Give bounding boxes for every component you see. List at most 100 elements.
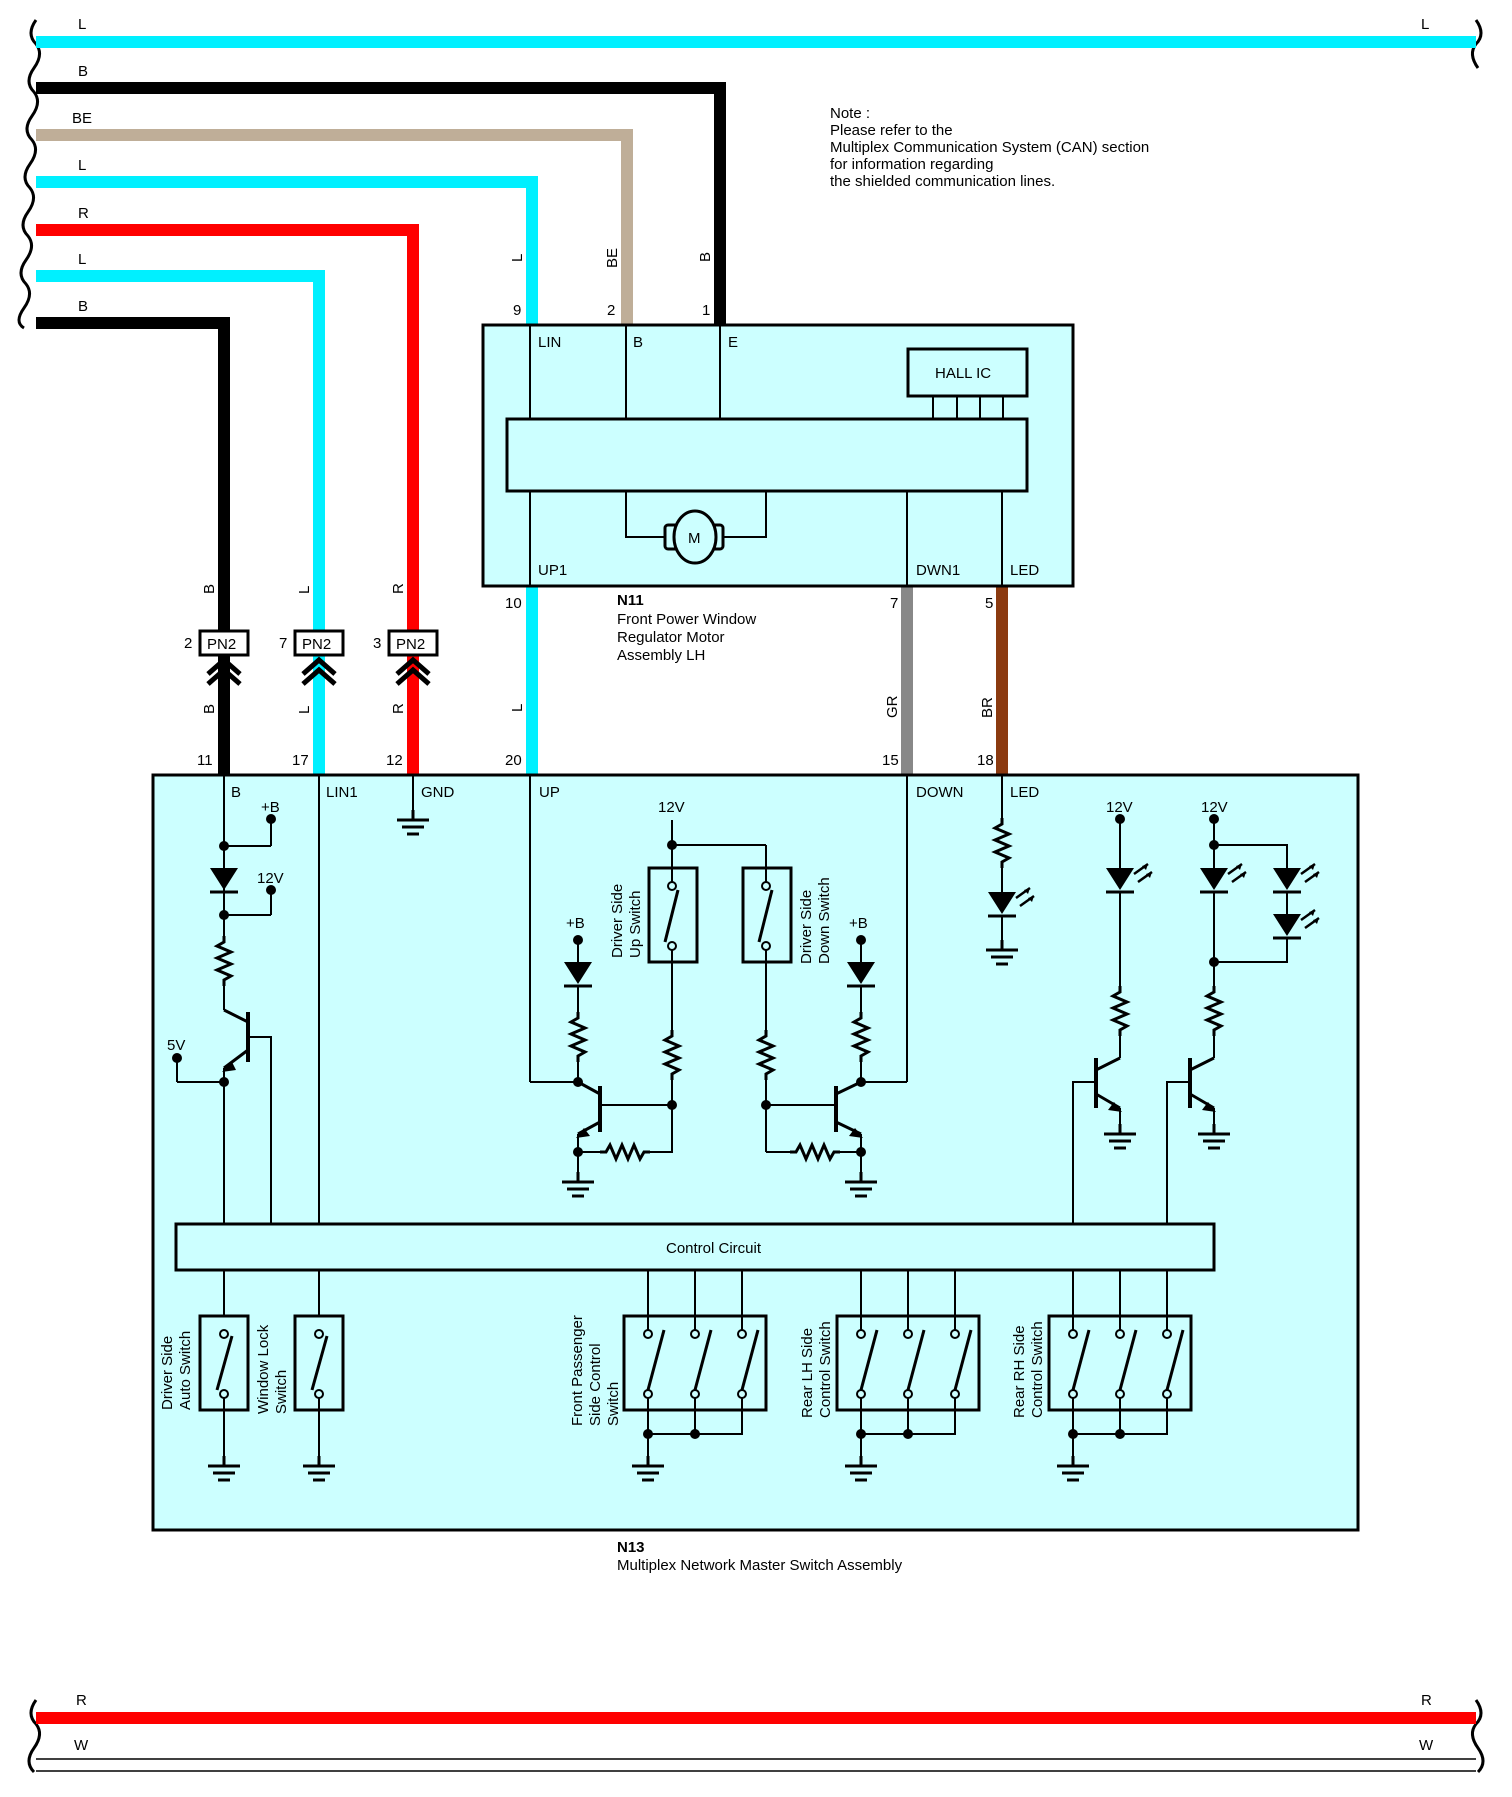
voltage-label: 12V — [257, 870, 284, 887]
front-passenger-side-control-switch — [622, 1270, 768, 1482]
wire-label: BE — [604, 248, 621, 268]
wire-label: R — [78, 205, 89, 222]
connector-pn2: B 2 PN2 B — [184, 584, 250, 714]
note-line: for information regarding — [830, 156, 993, 173]
pin-number: 2 — [607, 302, 615, 319]
terminal-label: UP — [539, 784, 560, 801]
pin-number: 17 — [292, 752, 309, 769]
wire-label: L — [296, 706, 313, 714]
voltage-label: +B — [566, 915, 585, 932]
n13-master-switch: 11 17 12 20 15 18 B LIN1 GND UP DOWN LED… — [151, 752, 1360, 1574]
bus-label: R — [1421, 1692, 1432, 1709]
switch-label: Control Switch — [817, 1321, 834, 1418]
pin-number: 11 — [197, 752, 213, 769]
component-name: Regulator Motor — [617, 629, 725, 646]
wire-b-b — [36, 317, 230, 775]
wire-label: L — [509, 704, 526, 712]
connector-pn2: R 3 PN2 R — [373, 583, 439, 714]
connector-name: PN2 — [207, 636, 236, 653]
switch-label: Rear LH Side — [799, 1328, 816, 1418]
note-line: Please refer to the — [830, 122, 953, 139]
wire-l-lin — [36, 176, 538, 325]
component-name: Multiplex Network Master Switch Assembly — [617, 1557, 903, 1574]
terminal-label: LED — [1010, 784, 1039, 801]
terminal-label: DWN1 — [916, 562, 960, 579]
terminal-label: UP1 — [538, 562, 567, 579]
hall-ic-label: HALL IC — [935, 365, 991, 382]
pin-number: 15 — [882, 752, 899, 769]
wire-be — [36, 129, 633, 325]
bottom-bus: R R W W — [27, 1692, 1485, 1774]
pin-number: 5 — [985, 595, 993, 612]
wire-label: BE — [72, 110, 92, 127]
note-line: the shielded communication lines. — [830, 173, 1055, 190]
voltage-label: 5V — [167, 1037, 185, 1054]
bus-wires: L L B BE L R L B — [17, 16, 1483, 775]
switch-label: Driver Side — [159, 1336, 176, 1410]
pin-number: 20 — [505, 752, 522, 769]
voltage-label: 12V — [1201, 799, 1228, 816]
switch-label: Window Lock — [255, 1324, 272, 1414]
terminal-label: B — [231, 784, 241, 801]
pin-number: 7 — [279, 635, 287, 652]
switch-label: Driver Side — [609, 884, 626, 958]
wire-label: B — [78, 63, 88, 80]
motor-label: M — [688, 530, 701, 547]
component-id: N13 — [617, 1539, 645, 1556]
pin-number: 9 — [513, 302, 521, 319]
switch-label: Control Switch — [1029, 1321, 1046, 1418]
window-lock-switch — [293, 1270, 345, 1482]
switch-label: Switch — [605, 1382, 622, 1426]
pin-number: 7 — [890, 595, 898, 612]
rear-rh-side-control-switch — [1047, 1270, 1193, 1482]
wire-l-lin1 — [36, 270, 325, 775]
connector-name: PN2 — [396, 636, 425, 653]
terminal-label: E — [728, 334, 738, 351]
switch-label: Switch — [273, 1370, 290, 1414]
wire-label: R — [390, 703, 407, 714]
wire-label: B — [201, 704, 218, 714]
bus-label: L — [1421, 16, 1429, 33]
control-circuit — [174, 1222, 1216, 1272]
wire-label: L — [78, 157, 86, 174]
wire-label: L — [296, 586, 313, 594]
driver-side-down-switch — [741, 845, 793, 1030]
wire-label: BR — [979, 697, 996, 718]
pin-number: 2 — [184, 635, 192, 652]
terminal-label: DOWN — [916, 784, 964, 801]
switch-label: Up Switch — [627, 890, 644, 958]
switch-label: Rear RH Side — [1011, 1325, 1028, 1418]
bus-label: W — [74, 1737, 89, 1754]
terminal-label: GND — [421, 784, 455, 801]
pin-number: 12 — [386, 752, 403, 769]
bus-label: W — [1419, 1737, 1434, 1754]
wire-label: GR — [884, 695, 901, 718]
wire-label: L — [509, 254, 526, 262]
note-line: Note : — [830, 105, 870, 122]
voltage-label: 12V — [1106, 799, 1133, 816]
voltage-label: +B — [261, 799, 280, 816]
terminal-label: LIN1 — [326, 784, 358, 801]
switch-label: Auto Switch — [177, 1331, 194, 1410]
wire-label: B — [78, 298, 88, 315]
component-name: Front Power Window — [617, 611, 756, 628]
switch-label: Front Passenger — [569, 1315, 586, 1426]
wire-label: L — [78, 251, 86, 268]
component-id: N11 — [617, 592, 644, 609]
bus-label: R — [76, 1692, 87, 1709]
switch-label: Driver Side — [798, 890, 815, 964]
driver-side-up-switch — [647, 866, 699, 964]
motor-icon — [672, 509, 718, 565]
wire-label: B — [201, 584, 218, 594]
terminal-label: B — [633, 334, 643, 351]
connectors: B 2 PN2 B L 7 PN2 L R 3 PN2 R — [184, 583, 439, 714]
connector-pn2: L 7 PN2 L — [279, 586, 345, 714]
wire-b-e — [36, 82, 726, 325]
note-text: Note : Please refer to the Multiplex Com… — [830, 105, 1149, 190]
driver-side-auto-switch — [198, 1270, 250, 1482]
voltage-label: 12V — [658, 799, 685, 816]
bus-label: L — [78, 16, 86, 33]
pin-number: 1 — [702, 302, 710, 319]
n11-motor-assembly: L BE B 9 2 1 LIN B E HALL IC M UP1 DWN1 … — [481, 248, 1075, 718]
